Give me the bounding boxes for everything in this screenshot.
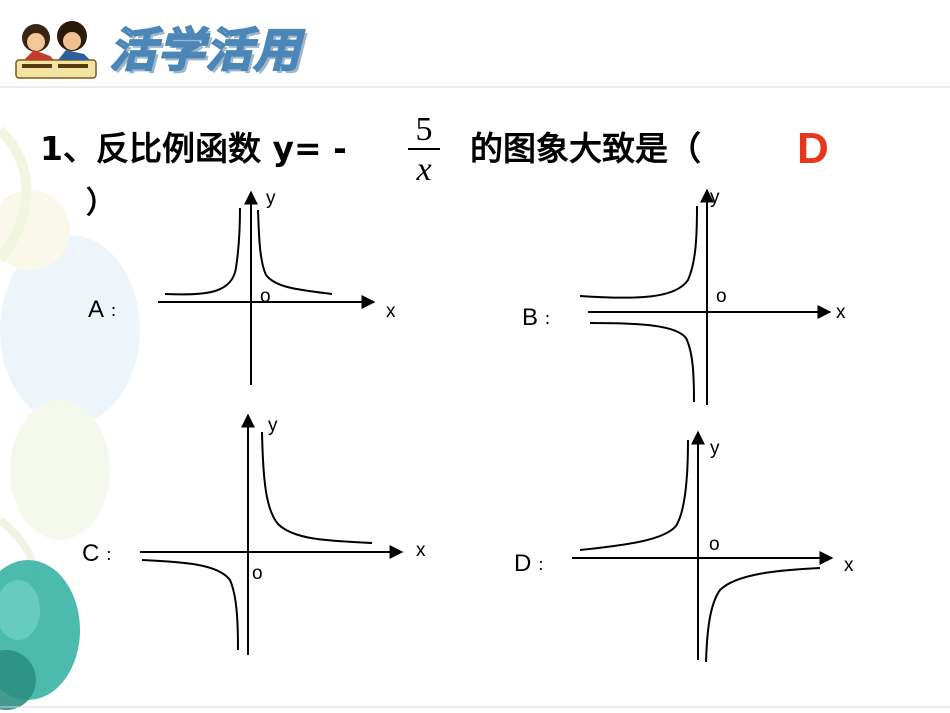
graph-b-y-label: y (710, 187, 720, 208)
graph-a-origin-label: o (260, 286, 271, 307)
graph-d-y-label: y (710, 438, 720, 459)
graph-d-curve-upper (579, 439, 689, 551)
question-number: 1、 (40, 129, 96, 168)
reading-children-icon (15, 21, 97, 79)
graph-d (572, 430, 834, 663)
option-b-label: B： (522, 304, 559, 331)
graph-c-curve-lower (141, 559, 239, 651)
answer-letter: D (797, 124, 829, 173)
graph-c-x-label: x (416, 540, 426, 561)
banner-title: 活学活用 (109, 22, 302, 78)
fraction-numerator: 5 (415, 111, 433, 148)
closing-paren: ） (86, 186, 116, 221)
graph-a-curve-left (164, 207, 241, 296)
graph-b-origin-label: o (716, 286, 727, 307)
fraction: 5 x (404, 112, 444, 190)
graph-a-x-label: x (386, 301, 396, 322)
option-a-label: A： (88, 296, 125, 323)
fraction-denominator: x (416, 151, 432, 188)
graph-d-origin-label: o (709, 534, 720, 555)
graph-a (158, 190, 376, 385)
graph-a-y-label: y (266, 188, 276, 209)
graph-c-origin-label: o (252, 563, 263, 584)
graph-b-x-label: x (836, 302, 846, 323)
graph-c-curve-upper (261, 431, 373, 544)
option-c-label: C： (82, 540, 120, 567)
question-suffix: 的图象大致是（ (470, 129, 701, 168)
graph-b (579, 188, 832, 405)
graph-c-y-label: y (268, 415, 278, 436)
question-text: 1、反比例函数 y= - (40, 122, 347, 170)
question-prefix: 反比例函数 y= - (95, 129, 347, 168)
graph-d-x-label: x (844, 555, 854, 576)
option-d-label: D： (514, 550, 552, 577)
graph-b-curve-upper (579, 205, 698, 299)
graph-a-curve-right (257, 209, 333, 295)
graph-b-curve-lower (589, 322, 695, 403)
graph-c (140, 413, 404, 655)
fraction-bar (408, 148, 440, 150)
graph-d-curve-lower (705, 567, 821, 663)
